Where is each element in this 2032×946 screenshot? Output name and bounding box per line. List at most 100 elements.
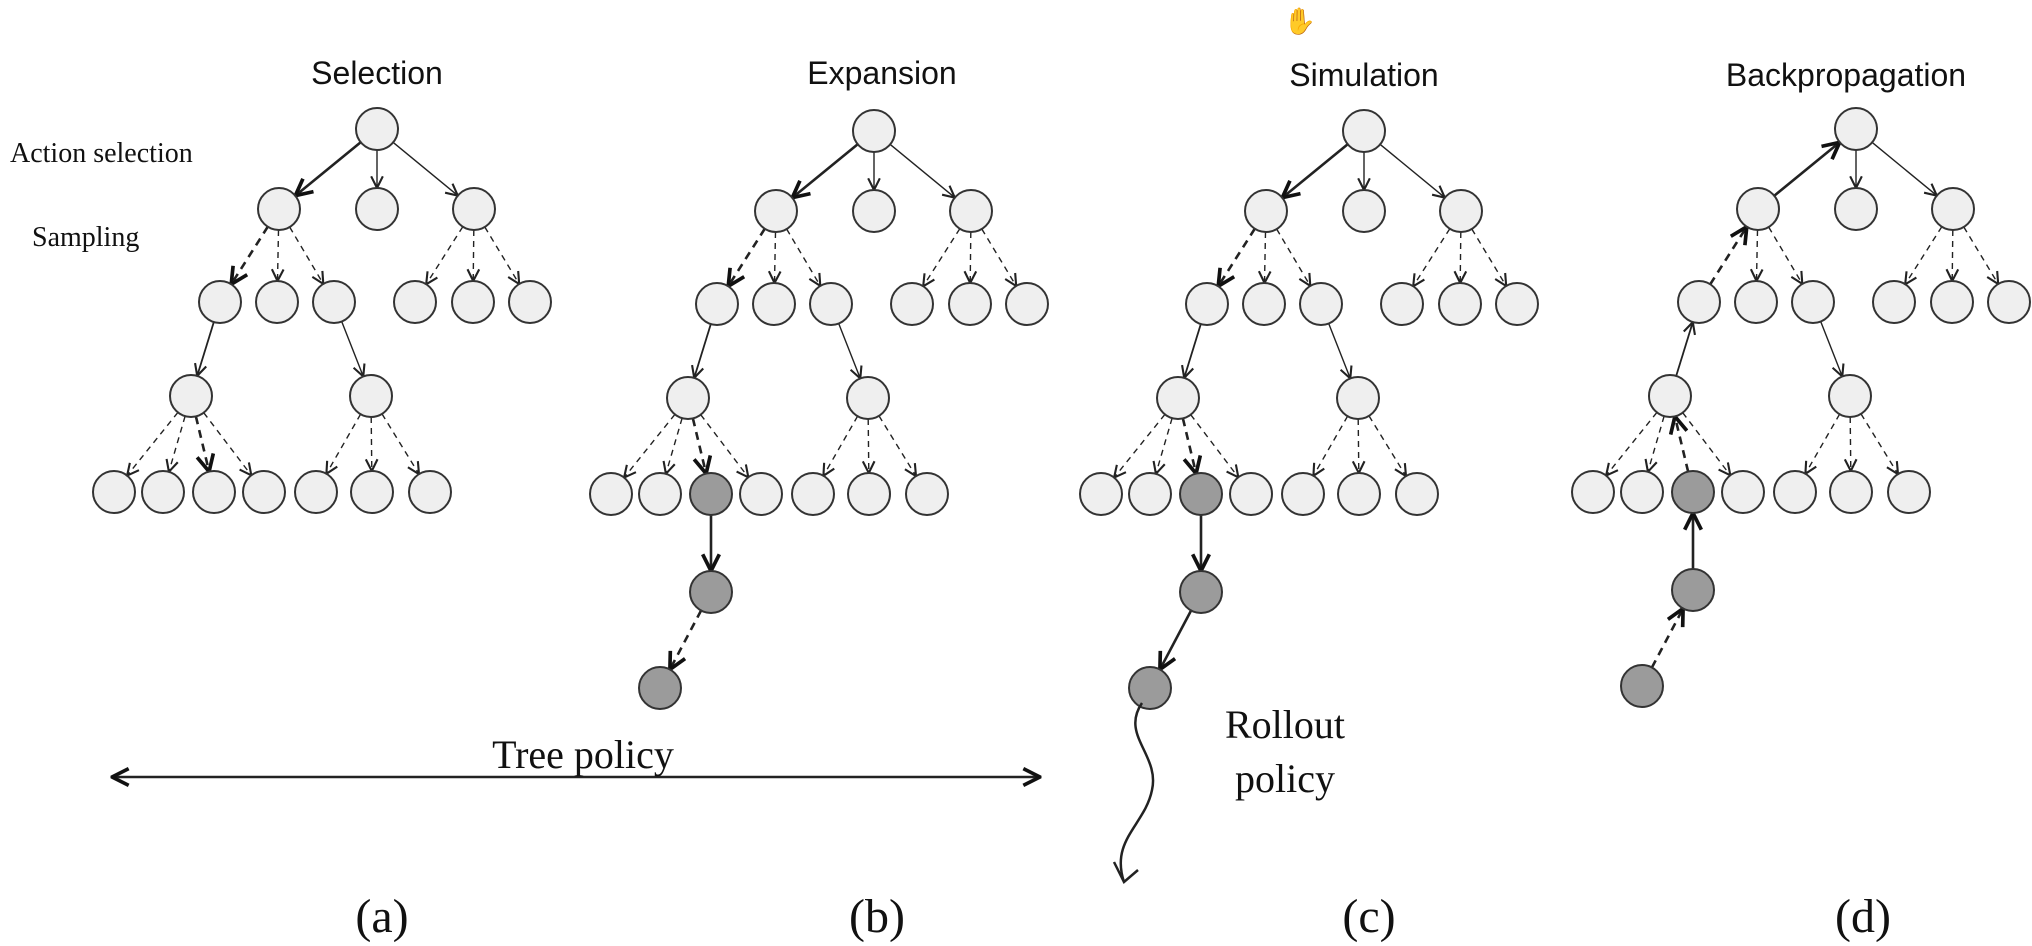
tree-node xyxy=(1005,282,1049,326)
sampling-edge xyxy=(624,413,676,477)
sampling-edge xyxy=(1606,411,1658,475)
tree-node xyxy=(1342,189,1386,233)
panel-label-d: (d) xyxy=(1835,890,1891,943)
tree-node xyxy=(1791,280,1835,324)
tree-node xyxy=(198,280,242,324)
sampling-edge xyxy=(1905,226,1943,285)
tree-node xyxy=(1281,472,1325,516)
highlighted-node xyxy=(1179,472,1223,516)
tree-node xyxy=(1834,187,1878,231)
backprop-edge xyxy=(1675,322,1693,377)
tree-edge xyxy=(392,141,458,195)
tree-node xyxy=(1872,280,1916,324)
sampling-edge xyxy=(1850,416,1851,471)
simulation-edge xyxy=(1160,609,1193,670)
tree-node xyxy=(752,282,796,326)
sampling-edge xyxy=(691,418,706,473)
tree-node xyxy=(1677,280,1721,324)
tree-node xyxy=(852,189,896,233)
root-node xyxy=(1834,107,1878,151)
tree-node xyxy=(695,282,739,326)
tree-node xyxy=(1244,189,1288,233)
sampling-edge xyxy=(1952,229,1953,281)
backprop-edge xyxy=(1709,227,1747,285)
panel-title-simulation: Simulation xyxy=(1289,57,1438,93)
panel-title-selection: Selection xyxy=(311,55,443,91)
sampling-edge xyxy=(1963,226,1998,284)
sampling-label: Sampling xyxy=(32,222,139,253)
sampling-edge xyxy=(1265,231,1266,283)
tree-node xyxy=(949,189,993,233)
rollout-policy-label-line1: Rollout xyxy=(1225,702,1345,747)
tree-node xyxy=(846,376,890,420)
tree-node xyxy=(1128,472,1172,516)
tree-node xyxy=(809,282,853,326)
selection-edge xyxy=(295,141,362,195)
tree-node xyxy=(1380,282,1424,326)
backprop-edge xyxy=(1773,142,1839,197)
rollout-policy-label-line2: policy xyxy=(1235,756,1335,801)
tree-node xyxy=(1773,470,1817,514)
sampling-edge xyxy=(231,226,269,285)
tree-edge xyxy=(838,323,861,379)
sampling-edge xyxy=(1114,413,1166,477)
root-node xyxy=(1342,109,1386,153)
tree-node xyxy=(1734,280,1778,324)
tree-node xyxy=(754,189,798,233)
root-node xyxy=(852,109,896,153)
sampling-edge xyxy=(1805,413,1841,474)
tree-node xyxy=(1439,189,1483,233)
tree-node xyxy=(890,282,934,326)
sampling-edge xyxy=(1181,418,1196,473)
tree-node xyxy=(1987,280,2031,324)
sampling-edge xyxy=(1460,231,1461,283)
tree-node xyxy=(1829,470,1873,514)
highlighted-node xyxy=(689,570,733,614)
tree-node xyxy=(312,280,356,324)
sampling-edge xyxy=(1471,228,1506,286)
sampling-edge xyxy=(775,231,776,283)
action-selection-label: Action selection xyxy=(10,138,193,169)
sampling-edge xyxy=(1276,228,1311,286)
tree-node xyxy=(1438,282,1482,326)
sampling-edge xyxy=(868,418,869,473)
tree-node xyxy=(1337,472,1381,516)
tree-node xyxy=(169,374,213,418)
tree-node xyxy=(666,376,710,420)
tree-edge xyxy=(889,143,955,197)
tree-node xyxy=(638,472,682,516)
tree-node xyxy=(1229,472,1273,516)
tree-node xyxy=(1395,472,1439,516)
sampling-edge xyxy=(371,416,372,471)
tree-node xyxy=(192,470,236,514)
tree-node xyxy=(1495,282,1539,326)
tree-node xyxy=(1736,187,1780,231)
highlighted-node xyxy=(1671,568,1715,612)
backprop-edge xyxy=(1650,609,1683,669)
highlighted-node xyxy=(1620,664,1664,708)
tree-node xyxy=(349,374,393,418)
tree-node xyxy=(92,470,136,514)
tree-edge xyxy=(694,323,712,378)
tree-node xyxy=(589,472,633,516)
panel-title-expansion: Expansion xyxy=(807,55,956,91)
tree-node xyxy=(257,187,301,231)
selection-edge xyxy=(792,143,859,197)
tree-node xyxy=(255,280,299,324)
tree-node xyxy=(739,472,783,516)
sampling-edge xyxy=(289,226,324,284)
tree-node xyxy=(141,470,185,514)
sampling-edge xyxy=(1313,415,1349,476)
tree-node xyxy=(1930,280,1974,324)
tree-node xyxy=(1648,374,1692,418)
sampling-edge xyxy=(1368,415,1406,476)
tree-node xyxy=(1931,187,1975,231)
tree-node xyxy=(452,187,496,231)
tree-node xyxy=(1828,374,1872,418)
tree-edge xyxy=(1379,143,1445,197)
highlighted-node xyxy=(689,472,733,516)
sampling-edge xyxy=(1860,413,1898,474)
backprop-edge xyxy=(1675,416,1690,472)
sampling-edge xyxy=(278,229,279,281)
